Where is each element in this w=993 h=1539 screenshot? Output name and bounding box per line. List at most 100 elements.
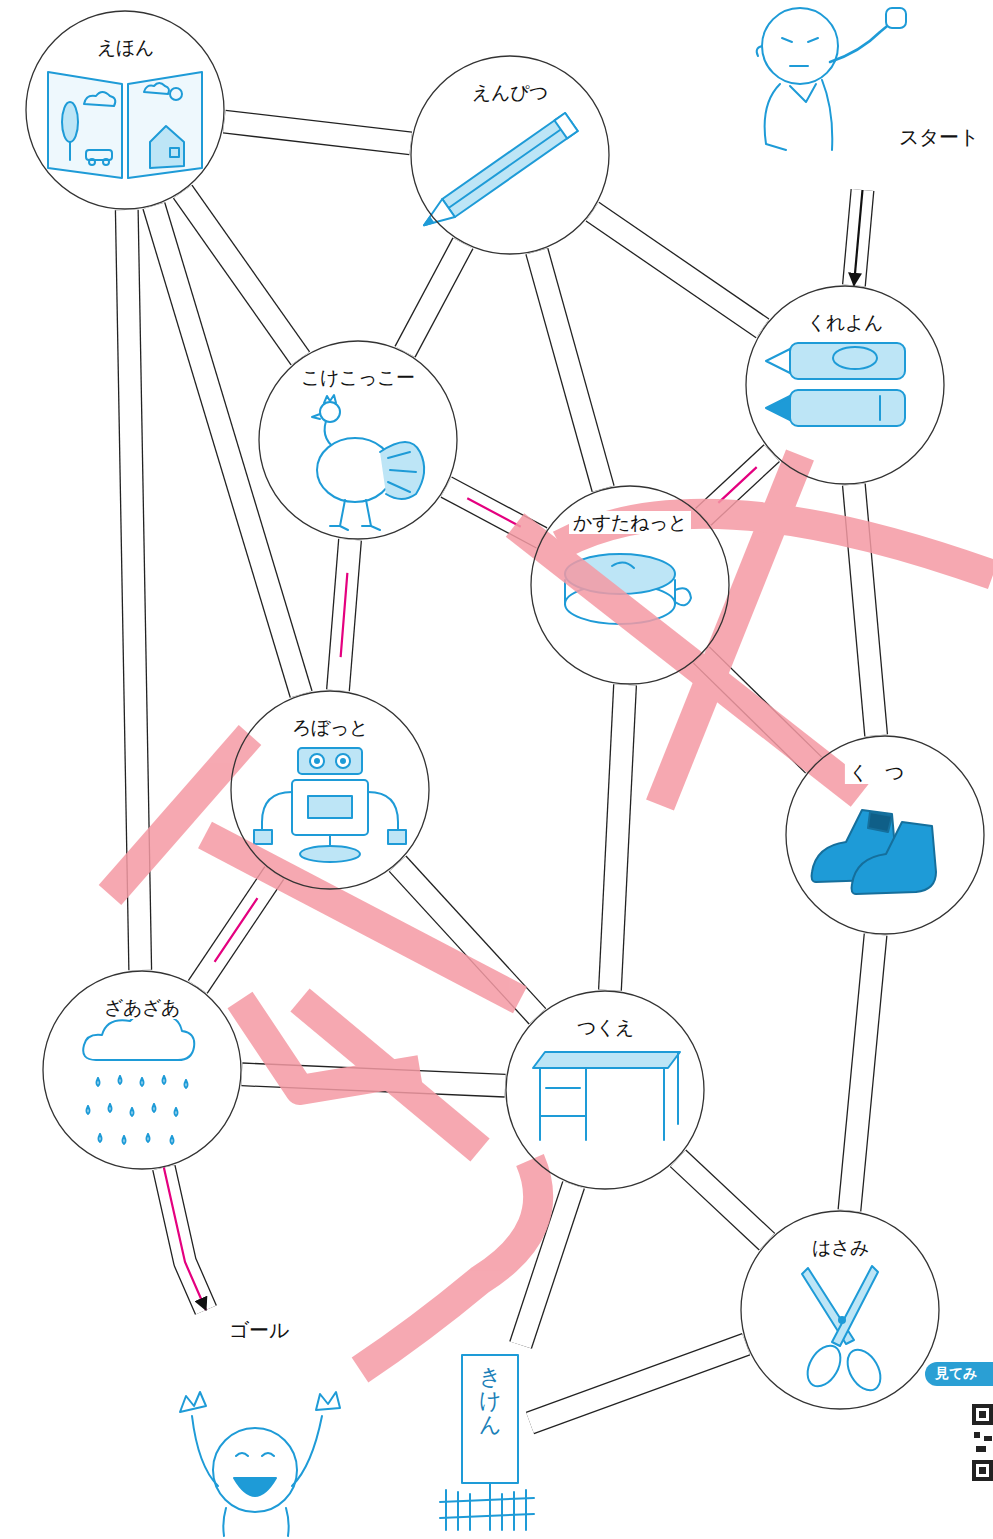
word-circle: くつ <box>785 735 985 935</box>
shoes-illustration <box>852 822 937 894</box>
word-circle: ざあざあ <box>42 970 242 1170</box>
road-border <box>849 935 875 1211</box>
crayon-illustration <box>879 396 881 420</box>
road-border <box>405 243 463 352</box>
rooster-illustration <box>312 414 320 419</box>
rooster-illustration <box>324 395 336 403</box>
robot-illustration <box>292 780 368 835</box>
road-surface <box>592 212 762 329</box>
road-surface <box>530 1344 746 1423</box>
rooster-illustration <box>317 438 393 502</box>
road-connector <box>854 190 863 285</box>
picture-book-illustration <box>128 72 202 178</box>
node-label: くつ <box>845 761 925 784</box>
rain-cloud-illustration <box>97 1076 188 1088</box>
node-label: ざあざあ <box>100 996 184 1019</box>
goal-figure-illustration <box>292 1416 322 1486</box>
word-circle: かすたねっと <box>530 485 730 685</box>
desk-illustration <box>533 1052 680 1140</box>
picture-book-illustration <box>48 72 202 178</box>
node-label: かすたねっと <box>569 511 691 534</box>
danger-sign-illustration <box>462 1355 518 1483</box>
pencil-illustration <box>418 113 578 234</box>
castanet-illustration <box>612 562 634 568</box>
route-line <box>164 1168 206 1310</box>
desk-illustration <box>533 1052 680 1068</box>
danger-sign: きけん <box>450 1345 530 1530</box>
goal-figure-illustration <box>236 1453 274 1456</box>
road-border <box>678 1158 767 1241</box>
robot-illustration <box>298 748 362 774</box>
circle-outline <box>506 991 704 1189</box>
node-label: こけこっこー <box>297 366 419 389</box>
desk-illustration <box>677 1052 679 1124</box>
red-stroke-mark <box>110 735 250 895</box>
word-circle: えんぴつ <box>410 55 610 255</box>
road-connector <box>678 1158 767 1241</box>
node-label: はさみ <box>808 1236 873 1259</box>
view-badge <box>925 1362 993 1386</box>
circle-outline <box>231 691 429 889</box>
red-stroke-mark <box>205 835 520 1000</box>
road-border <box>154 206 301 695</box>
robot-illustration <box>254 748 406 862</box>
goal-figure-illustration <box>180 1392 340 1536</box>
node-label: つくえ <box>573 1016 638 1039</box>
qr-code-illustration <box>976 1464 989 1477</box>
circle-outline <box>25 10 225 210</box>
scissors-illustration <box>801 1266 887 1396</box>
red-cross-mark <box>560 514 993 575</box>
robot-illustration <box>341 759 345 763</box>
word-circle: えほん <box>25 10 225 210</box>
shoes-illustration <box>812 810 937 894</box>
road-border <box>537 251 603 488</box>
red-stroke-mark <box>300 1000 480 1150</box>
red-stroke-mark <box>360 1160 538 1370</box>
qr-code-illustration <box>979 1411 986 1418</box>
rooster-illustration <box>320 402 340 422</box>
danger-sign-illustration <box>440 1355 534 1530</box>
road-surface <box>854 190 863 285</box>
qr-code-illustration <box>972 1404 993 1425</box>
node-label: えんぴつ <box>468 81 552 104</box>
picture-book-illustration <box>62 102 78 142</box>
rooster-illustration <box>340 500 345 526</box>
pencil-illustration <box>554 113 577 138</box>
road-border <box>198 873 275 987</box>
pencil-illustration <box>442 113 577 217</box>
robot-illustration <box>308 796 352 818</box>
rain-cloud-illustration <box>99 1134 174 1144</box>
rooster-illustration <box>330 526 380 530</box>
road-connector <box>164 1168 206 1310</box>
road-border <box>338 540 350 691</box>
start-figure-illustration <box>886 8 906 28</box>
circle-outline <box>230 690 430 890</box>
road-border <box>854 190 863 285</box>
road-connector <box>405 243 463 352</box>
circle-outline <box>746 286 944 484</box>
rooster-illustration <box>312 395 424 530</box>
road-surface <box>849 935 875 1211</box>
circle-outline <box>42 970 242 1170</box>
crayon-illustration <box>766 396 790 420</box>
robot-illustration <box>336 754 350 768</box>
scissors-illustration <box>832 1266 878 1346</box>
road-border <box>164 1168 206 1310</box>
road-connector <box>610 685 625 990</box>
robot-illustration <box>254 830 272 844</box>
road-connector <box>530 1344 746 1423</box>
qr-code-illustration <box>984 1436 992 1441</box>
robot-illustration <box>310 754 324 768</box>
start-figure-illustration <box>830 22 892 62</box>
road-surface <box>610 685 625 990</box>
rooster-illustration <box>388 452 416 492</box>
picture-book-illustration <box>69 142 71 160</box>
picture-book-illustration <box>84 92 115 106</box>
danger-sign-illustration <box>446 1490 526 1530</box>
word-circle: はさみ <box>740 1210 940 1410</box>
node-label: スタート <box>895 125 983 149</box>
shoes-illustration <box>868 812 892 832</box>
crayon-illustration <box>790 390 905 426</box>
